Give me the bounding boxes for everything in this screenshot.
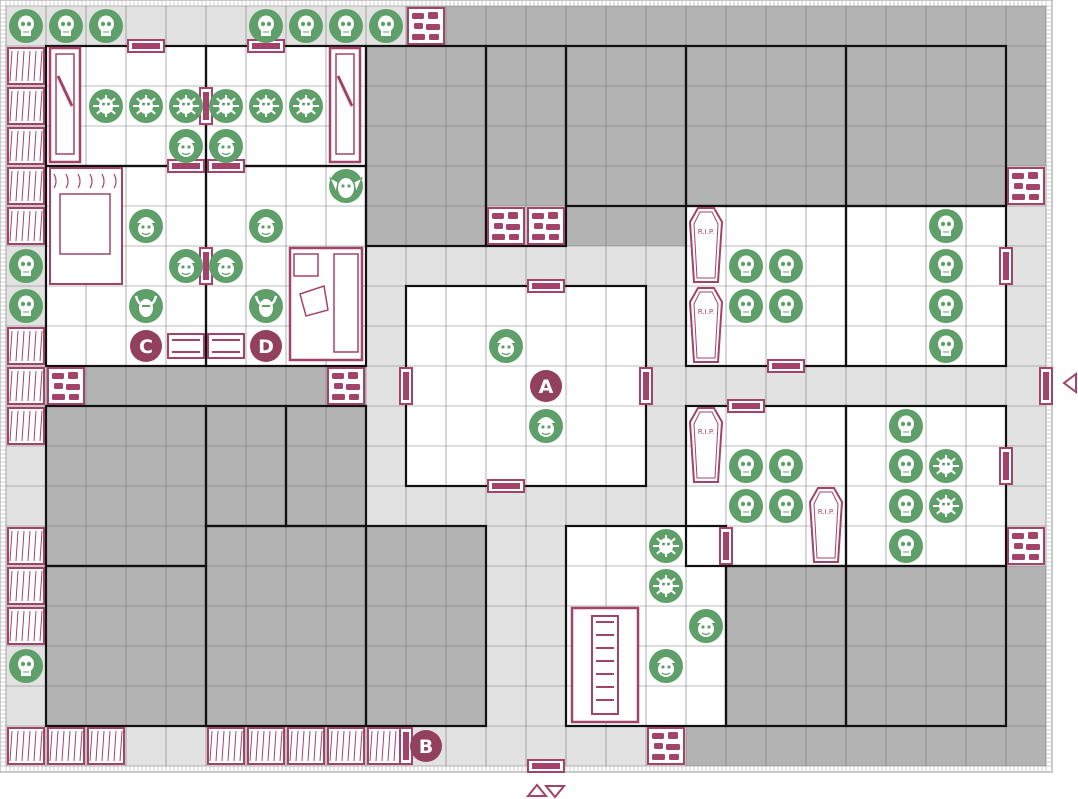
orc-token[interactable] [689, 609, 723, 643]
marker-c: C [130, 330, 162, 362]
orc-token[interactable] [249, 209, 283, 243]
chest [207, 333, 245, 359]
tomb [328, 46, 362, 164]
monsters [9, 9, 963, 683]
skeleton-token[interactable] [289, 9, 323, 43]
skeleton-token[interactable] [329, 9, 363, 43]
skeleton-token[interactable] [9, 249, 43, 283]
marker-a: A [530, 370, 562, 402]
orc-token[interactable] [169, 249, 203, 283]
marker-label: D [258, 336, 274, 358]
chest [167, 333, 205, 359]
entry-arrows [525, 372, 1077, 799]
goblin-token[interactable] [649, 529, 683, 563]
coffin: R.I.P. [688, 407, 724, 483]
skeleton-token[interactable] [769, 489, 803, 523]
coffin: R.I.P. [688, 207, 724, 283]
tomb-large [570, 606, 640, 724]
walls [44, 44, 1008, 728]
goblin-token[interactable] [209, 89, 243, 123]
coffin-label: R.I.P. [698, 428, 715, 436]
goblin-token[interactable] [249, 89, 283, 123]
skeleton-token[interactable] [9, 9, 43, 43]
goblin-token[interactable] [129, 89, 163, 123]
skeleton-token[interactable] [769, 449, 803, 483]
marker-label: B [419, 736, 433, 758]
skeleton-token[interactable] [9, 289, 43, 323]
coffin-label: R.I.P. [818, 508, 835, 516]
coffin: R.I.P. [808, 487, 844, 563]
goblin-token[interactable] [289, 89, 323, 123]
skeleton-token[interactable] [929, 329, 963, 363]
marker-d: D [250, 330, 282, 362]
orc-token[interactable] [489, 329, 523, 363]
coffin-label: R.I.P. [698, 228, 715, 236]
goblin-token[interactable] [89, 89, 123, 123]
skeleton-token[interactable] [89, 9, 123, 43]
blocked-squares [47, 7, 1045, 765]
gargoyle-token[interactable] [329, 169, 363, 203]
skeleton-token[interactable] [9, 649, 43, 683]
edge-slabs [7, 47, 405, 765]
skeleton-token[interactable] [729, 249, 763, 283]
furniture: R.I.P. R.I.P. R.I.P. R.I.P. [48, 46, 844, 724]
goblin-token[interactable] [929, 449, 963, 483]
goblin-token[interactable] [649, 569, 683, 603]
doors [127, 39, 1053, 773]
skeleton-token[interactable] [929, 249, 963, 283]
skeleton-token[interactable] [49, 9, 83, 43]
orc-token[interactable] [169, 129, 203, 163]
orc-token[interactable] [129, 209, 163, 243]
skeleton-token[interactable] [929, 289, 963, 323]
chaos-warrior-token[interactable] [129, 289, 163, 323]
goblin-token[interactable] [929, 489, 963, 523]
goblin-token[interactable] [169, 89, 203, 123]
alchemist-bench [288, 246, 364, 362]
skeleton-token[interactable] [769, 249, 803, 283]
coffin: R.I.P. [688, 287, 724, 363]
skeleton-token[interactable] [889, 409, 923, 443]
skeleton-token[interactable] [249, 9, 283, 43]
marker-label: C [139, 336, 153, 358]
orc-token[interactable] [209, 129, 243, 163]
orc-token[interactable] [529, 409, 563, 443]
skeleton-token[interactable] [369, 9, 403, 43]
marker-label: A [539, 376, 554, 398]
skeleton-token[interactable] [729, 289, 763, 323]
orc-token[interactable] [209, 249, 243, 283]
coffin-label: R.I.P. [698, 308, 715, 316]
skeleton-token[interactable] [769, 289, 803, 323]
tomb [48, 46, 82, 164]
marker-b: B [410, 730, 442, 762]
skeleton-token[interactable] [889, 529, 923, 563]
markers: A B C D [130, 330, 562, 762]
skeleton-token[interactable] [729, 489, 763, 523]
skeleton-token[interactable] [929, 209, 963, 243]
skeleton-token[interactable] [729, 449, 763, 483]
chaos-warrior-token[interactable] [249, 289, 283, 323]
skeleton-token[interactable] [889, 489, 923, 523]
rug [49, 167, 123, 285]
orc-token[interactable] [649, 649, 683, 683]
skeleton-token[interactable] [889, 449, 923, 483]
